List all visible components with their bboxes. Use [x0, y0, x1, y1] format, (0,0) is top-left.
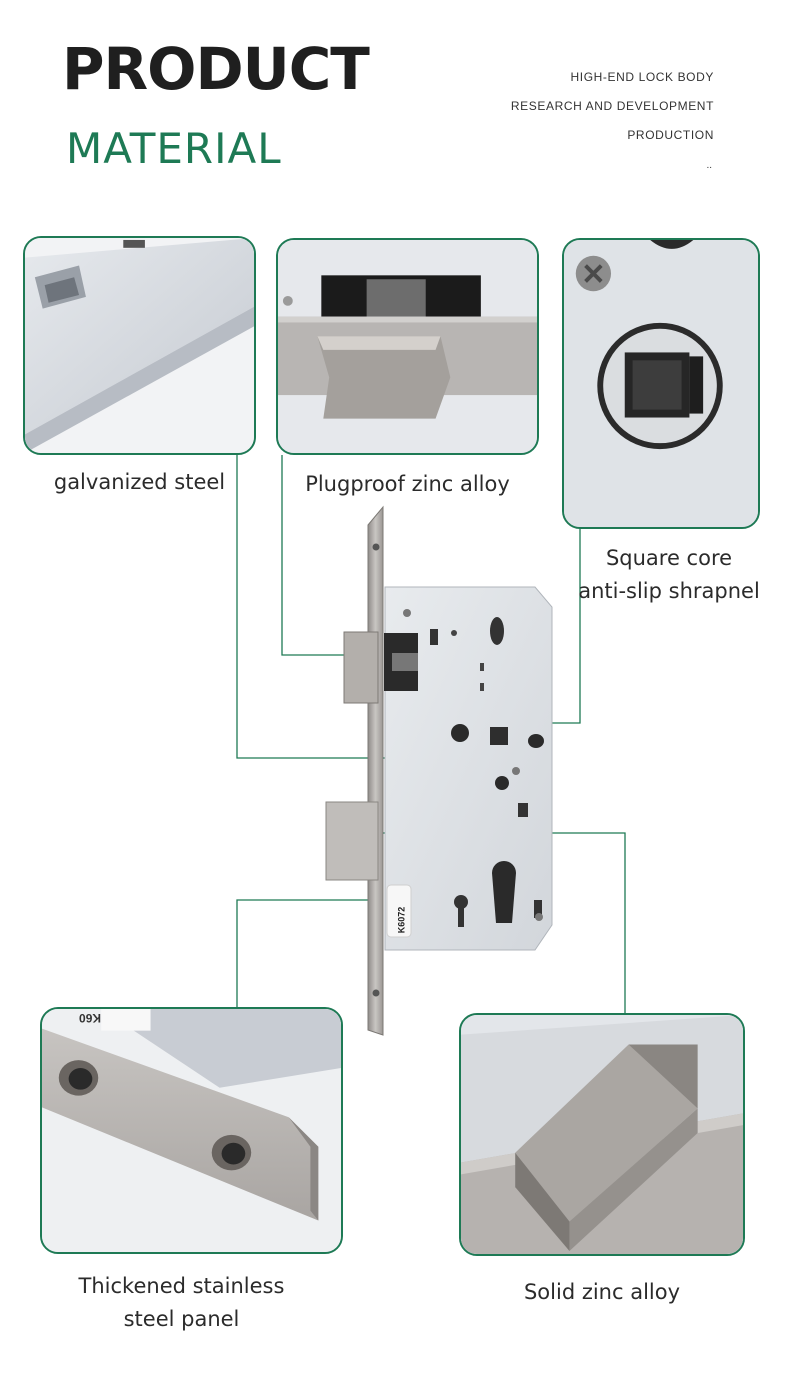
tagline-production: PRODUCTION — [627, 128, 714, 142]
label-plugproof-zinc-alloy: Plugproof zinc alloy — [305, 472, 510, 496]
page-title: PRODUCT — [62, 35, 370, 103]
plugproof-latch-closeup — [276, 238, 539, 455]
tagline-research: RESEARCH AND DEVELOPMENT — [510, 99, 714, 113]
label-anti-slip-shrapnel: anti-slip shrapnel — [578, 579, 760, 603]
stainless-panel-closeup — [40, 1007, 343, 1254]
label-galvanized-steel: galvanized steel — [53, 470, 226, 494]
solid-zinc-deadbolt-closeup — [459, 1013, 745, 1256]
square-core-closeup — [562, 238, 760, 529]
mortise-lock-body — [325, 505, 553, 1036]
galvanized-steel-closeup — [23, 236, 256, 455]
model-sticker: K6072 — [392, 900, 410, 940]
label-thickened-stainless: Thickened stainless — [78, 1274, 285, 1298]
tagline-ellipsis: .. — [706, 160, 712, 171]
panel-sticker-text: K60 — [79, 1011, 102, 1025]
page-subtitle: MATERIAL — [66, 124, 282, 173]
tagline-lock-body: HIGH-END LOCK BODY — [570, 70, 714, 84]
model-sticker-text: K6072 — [396, 906, 406, 934]
label-solid-zinc-alloy: Solid zinc alloy — [523, 1280, 681, 1304]
label-square-core: Square core — [605, 546, 733, 570]
label-steel-panel: steel panel — [123, 1307, 240, 1331]
